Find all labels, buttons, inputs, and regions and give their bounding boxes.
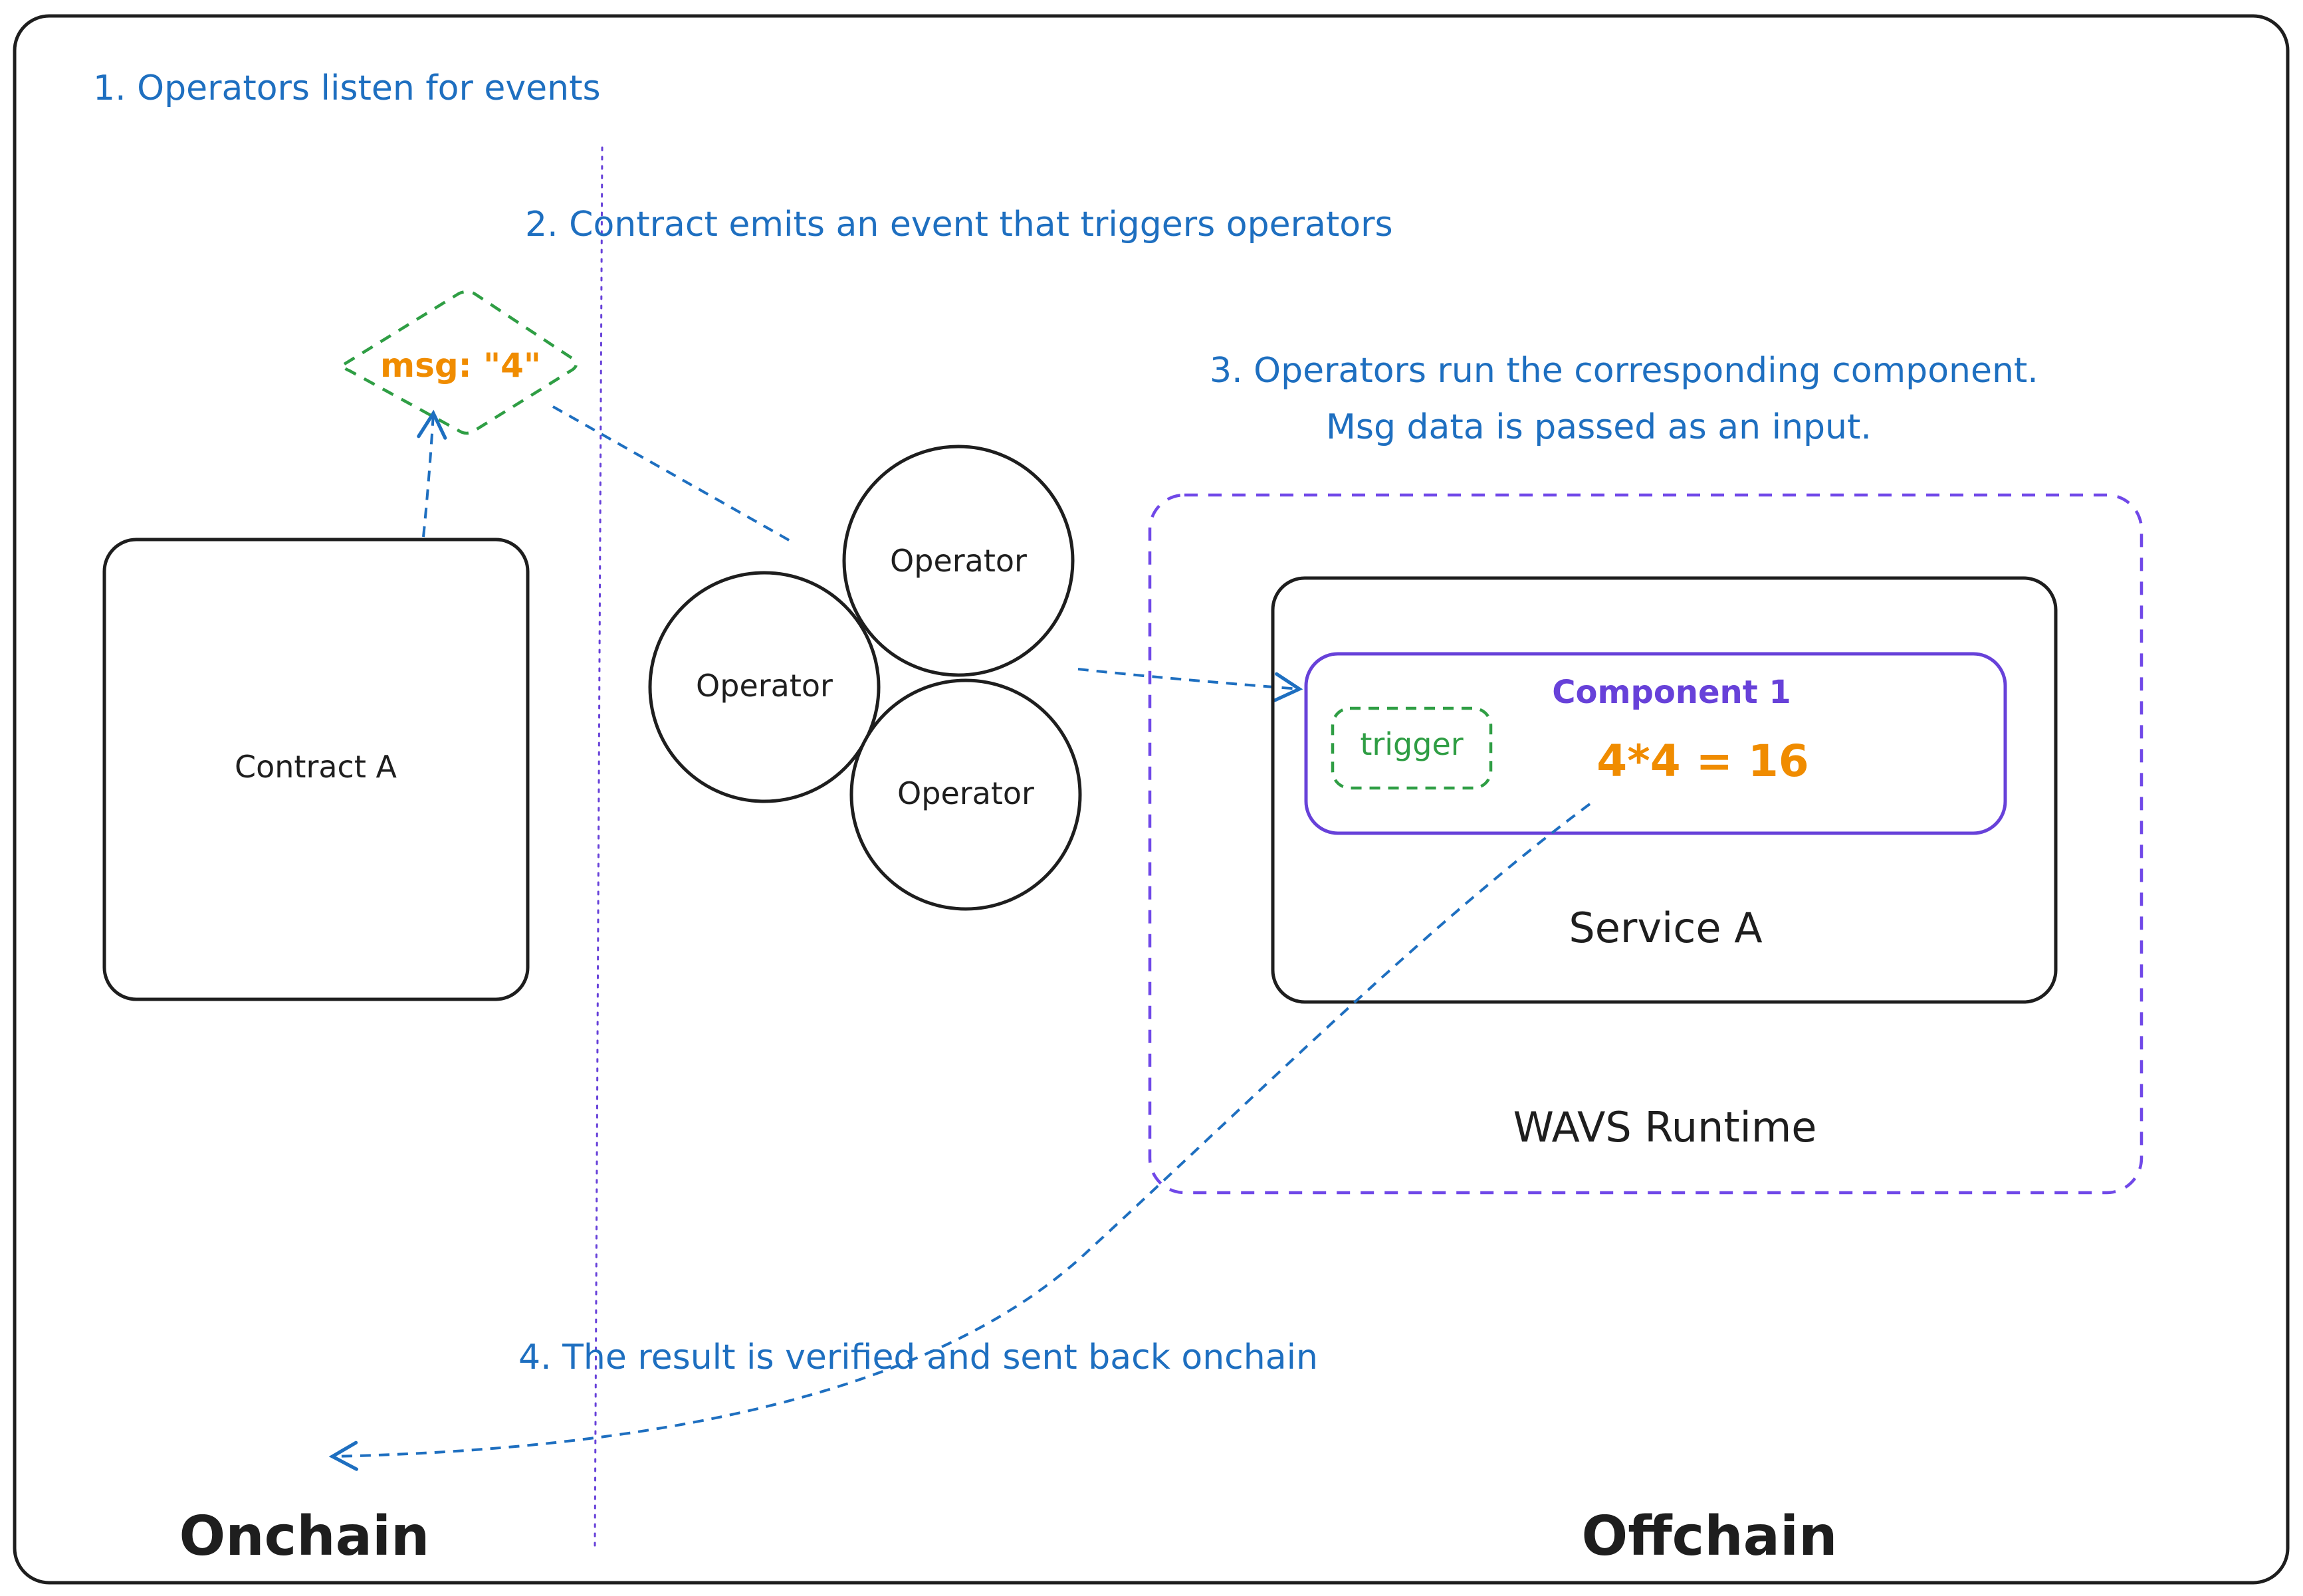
operator-node (849, 678, 1082, 911)
step-4-text: 4. The result is verified and sent back … (518, 1338, 1318, 1377)
wavs-runtime-box (1148, 493, 2143, 1195)
step-1-text: 1. Operators listen for events (93, 68, 601, 108)
operator-node (842, 445, 1075, 677)
trigger-box (1331, 706, 1493, 790)
outer-frame (13, 14, 2290, 1585)
service-a-label: Service A (1569, 904, 1762, 952)
operator-label: Operator (890, 543, 1027, 579)
contract-a-box (102, 538, 530, 1001)
operator-label: Operator (696, 668, 833, 704)
component-1-title: Component 1 (1552, 674, 1791, 711)
offchain-region-label: Offchain (1582, 1505, 1838, 1568)
arrow-operators-to-component (1077, 668, 1303, 702)
operator-label: Operator (897, 775, 1034, 811)
onchain-offchain-divider (594, 146, 603, 1549)
onchain-region-label: Onchain (179, 1505, 430, 1568)
operator-node (648, 571, 881, 803)
component-1-box (1304, 652, 2007, 835)
line-message-to-operators (552, 405, 796, 545)
step-3-text-line1: 3. Operators run the corresponding compo… (1210, 351, 2038, 391)
contract-a-label: Contract A (235, 749, 397, 785)
wavs-runtime-label: WAVS Runtime (1513, 1103, 1817, 1151)
service-a-box (1271, 576, 2058, 1004)
message-diamond (342, 290, 578, 435)
arrow-contract-to-message (417, 409, 447, 538)
operator-cluster: Operator Operator Operator (648, 445, 1082, 911)
step-2-text: 2. Contract emits an event that triggers… (525, 205, 1393, 245)
message-text: msg: "4" (380, 346, 541, 385)
computation-result: 4*4 = 16 (1596, 736, 1809, 787)
trigger-label: trigger (1360, 726, 1463, 762)
step-3-text-line2: Msg data is passed as an input. (1326, 407, 1872, 447)
